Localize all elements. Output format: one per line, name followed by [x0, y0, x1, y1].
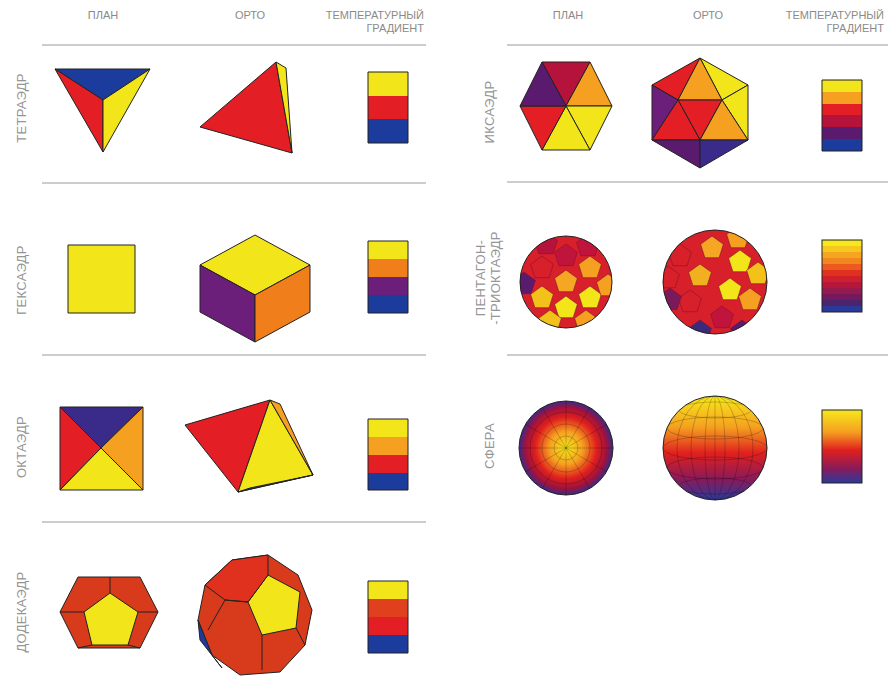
row-label: ОКТАЭДР [15, 382, 30, 512]
column-header: ОРТО [220, 9, 280, 22]
column-header: ТЕМПЕРАТУРНЫЙ ГРАДИЕНТ [312, 9, 424, 34]
row-label: СФЕРА [483, 386, 498, 506]
column-header: ПЛАН [73, 9, 133, 22]
column-header: ТЕМПЕРАТУРНЫЙ ГРАДИЕНТ [772, 9, 884, 34]
row-label: ИКСАЭДР [483, 52, 498, 172]
row-label: ГЕКСАЭДР [15, 215, 30, 345]
row-label: ТЕТРАЭДР [15, 43, 30, 173]
row-label: ПЕНТАГОН- -ТРИОКТАЭДР [474, 226, 504, 330]
column-header: ОРТО [678, 9, 738, 22]
row-label: ДОДЕКАЭДР [15, 547, 30, 677]
column-header: ПЛАН [538, 9, 598, 22]
